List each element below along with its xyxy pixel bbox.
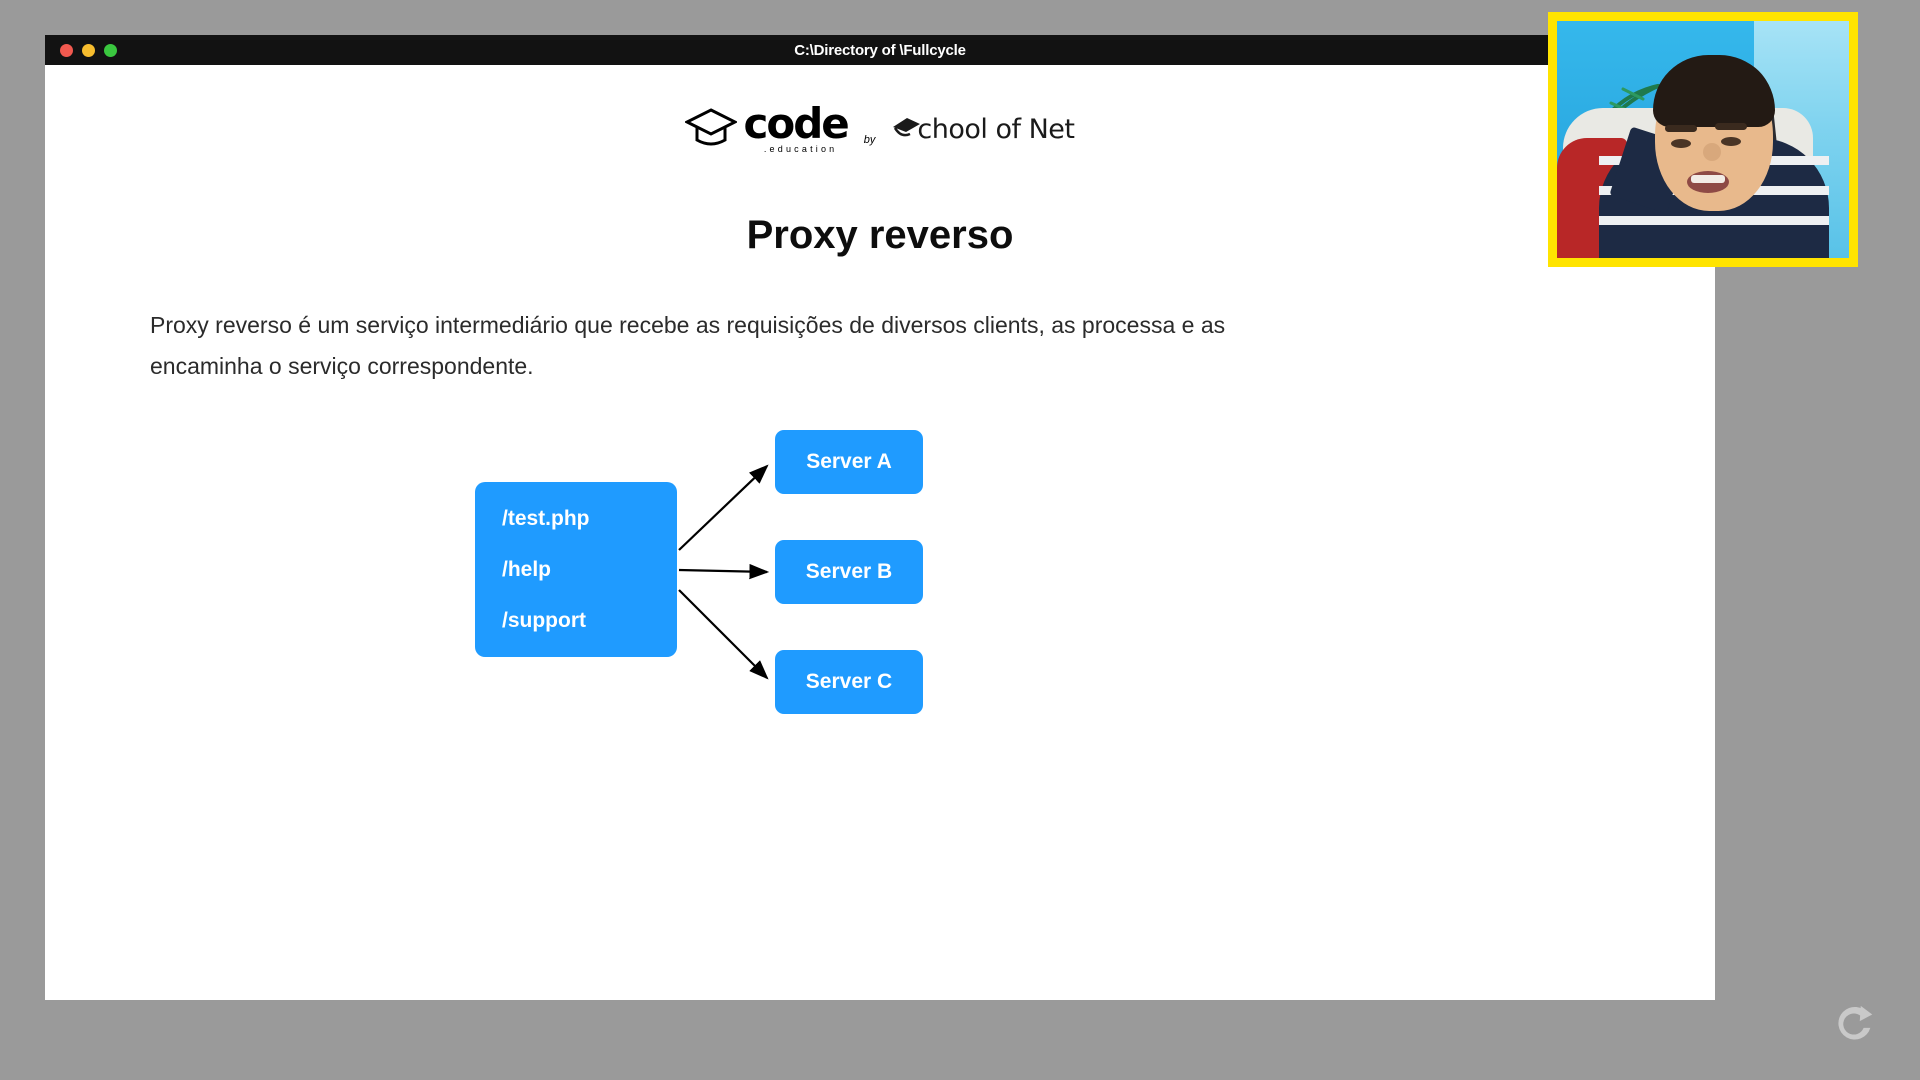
maximize-button[interactable] (104, 43, 117, 57)
arrow-to-server-a (678, 464, 769, 551)
school-of-net-logo: chool of Net (891, 113, 1075, 145)
window-controls[interactable] (60, 43, 117, 57)
route-item-help: /help (502, 557, 552, 581)
code-education-logo: code .education (684, 99, 850, 154)
presenter-brow-left (1665, 125, 1697, 132)
presenter-nose (1703, 143, 1721, 161)
page-title: Proxy reverso (746, 213, 1014, 257)
proxy-diagram: /test.php /help /support Server A Server… (475, 430, 995, 750)
route-item-support: /support (502, 608, 586, 632)
diagram-arrows (678, 464, 770, 680)
arrow-to-server-c (678, 589, 769, 680)
fullcycle-logo-watermark (1838, 1005, 1873, 1040)
server-c-box: Server C (775, 650, 923, 714)
minimize-button[interactable] (82, 43, 95, 57)
slide-canvas: code .education by chool of Net Proxy re… (45, 65, 1715, 1000)
code-subtitle: .education (763, 143, 838, 154)
graduation-cap-icon (684, 107, 739, 154)
brand-header: code .education by chool of Net (45, 99, 1715, 154)
code-word: code (743, 99, 849, 148)
school-of-net-text: chool of Net (917, 113, 1075, 145)
window-title: C:\Directory of \Fullcycle (794, 41, 966, 59)
presenter-eye-left (1671, 139, 1691, 148)
server-b-box: Server B (775, 540, 923, 604)
close-button[interactable] (60, 43, 73, 57)
route-item-test-php: /test.php (502, 506, 590, 530)
by-label: by (863, 133, 876, 146)
presenter-brow-right (1715, 123, 1747, 130)
server-a-box: Server A (775, 430, 923, 494)
code-wordmark: code .education (743, 99, 849, 154)
routes-box: /test.php /help /support (475, 482, 677, 657)
presenter-teeth (1691, 175, 1725, 183)
webcam-overlay (1548, 12, 1858, 267)
slide-body-text: Proxy reverso é um serviço intermediário… (150, 312, 1226, 379)
window-title-bar[interactable]: C:\Directory of \Fullcycle (45, 35, 1715, 65)
presenter-hair (1653, 55, 1775, 127)
arrow-to-server-b (678, 563, 770, 580)
school-cap-icon (891, 114, 921, 145)
app-window: C:\Directory of \Fullcycle code .educati… (45, 35, 1715, 1000)
presenter-eye-right (1721, 137, 1741, 146)
